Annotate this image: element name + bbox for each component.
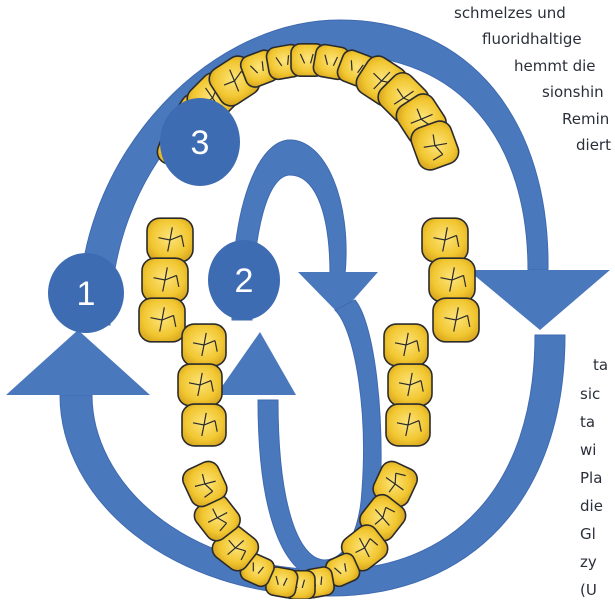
text-top-line-6: diert	[576, 132, 611, 158]
text-top-line-2: fluoridhaltige	[482, 26, 582, 52]
upper-tooth-15	[139, 298, 185, 342]
text-right-line-8: zy	[580, 549, 597, 575]
inner-arrowhead-up	[216, 332, 296, 395]
outer-arrowhead-left	[6, 330, 150, 395]
text-top-line-4: sionshin	[542, 79, 604, 105]
badge-3: 3	[160, 98, 240, 186]
text-top-line-3: hemmt die	[514, 53, 596, 79]
text-right-line-5: Pla	[580, 465, 602, 491]
text-right-line-4: wi	[580, 437, 596, 463]
badge-2: 2	[208, 240, 280, 320]
badge-2-label: 2	[235, 262, 254, 300]
upper-tooth-18	[433, 298, 479, 342]
text-right-line-7: Gl	[580, 521, 596, 547]
text-top-line-1: schmelzes und	[454, 0, 566, 26]
badge-1: 1	[48, 253, 124, 333]
text-top-line-5: Remin	[562, 106, 609, 132]
text-right-line-9: (U	[580, 577, 597, 603]
lower-tooth-12	[178, 364, 222, 406]
badge-1-label: 1	[77, 275, 96, 313]
text-right-line-2: sic	[580, 381, 600, 407]
lower-tooth-16	[386, 404, 430, 446]
upper-tooth-13	[147, 218, 193, 262]
text-right-line-6: die	[580, 493, 603, 519]
upper-tooth-16	[422, 218, 468, 262]
text-right-line-1: ta	[593, 352, 608, 378]
text-right-line-3: ta	[580, 409, 595, 435]
lower-tooth-14	[384, 324, 428, 366]
lower-tooth-15	[388, 364, 432, 406]
outer-arrowhead-right	[468, 270, 610, 330]
lower-tooth-13	[182, 404, 226, 446]
upper-tooth-14	[142, 258, 188, 302]
lower-tooth-11	[182, 324, 226, 366]
badge-3-label: 3	[191, 124, 210, 162]
upper-tooth-17	[429, 258, 475, 302]
